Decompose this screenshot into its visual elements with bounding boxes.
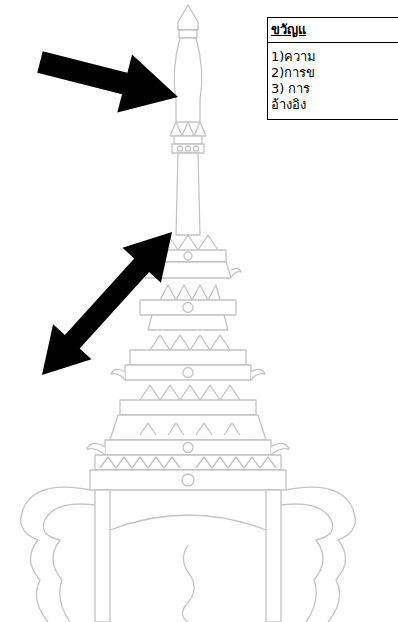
pointer-arrow bbox=[37, 51, 178, 112]
table-row-text: 3) การ bbox=[268, 81, 398, 97]
table-row-text: อ้างอิง bbox=[268, 97, 398, 113]
table-row-text: 2)การข bbox=[268, 65, 398, 81]
double-arrow bbox=[42, 232, 172, 375]
table-row-text: 1)ความ bbox=[268, 49, 398, 65]
note-table: ขวัญแ 1)ความ2)การข3) การอ้างอิง bbox=[267, 17, 398, 120]
table-heading: ขวัญแ bbox=[268, 18, 398, 43]
